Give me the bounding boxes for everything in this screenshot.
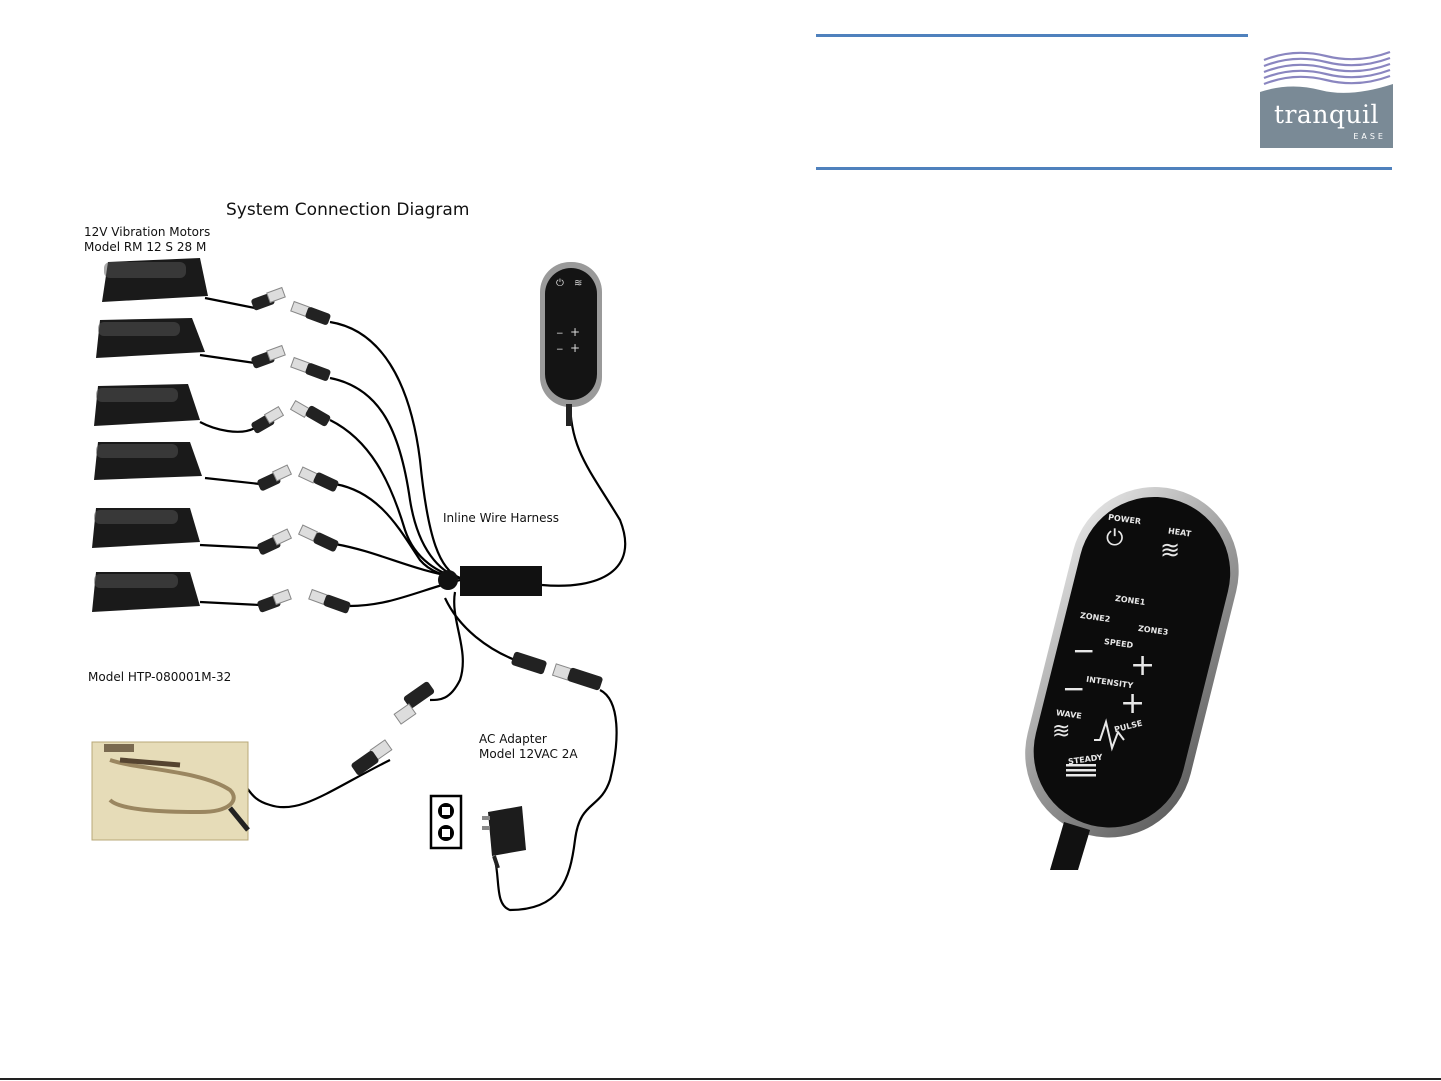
speed-minus-icon[interactable]: − bbox=[1072, 634, 1095, 667]
power-icon[interactable]: ⏻ bbox=[1106, 526, 1123, 551]
speed-plus-icon[interactable]: + bbox=[1130, 648, 1155, 683]
wave-icon[interactable]: ≋ bbox=[1052, 719, 1070, 744]
heat-icon[interactable]: ≋ bbox=[1160, 536, 1180, 564]
intensity-plus-icon[interactable]: + bbox=[1120, 686, 1145, 721]
page-bottom-rule bbox=[0, 1078, 1441, 1080]
intensity-minus-icon[interactable]: − bbox=[1062, 672, 1085, 705]
